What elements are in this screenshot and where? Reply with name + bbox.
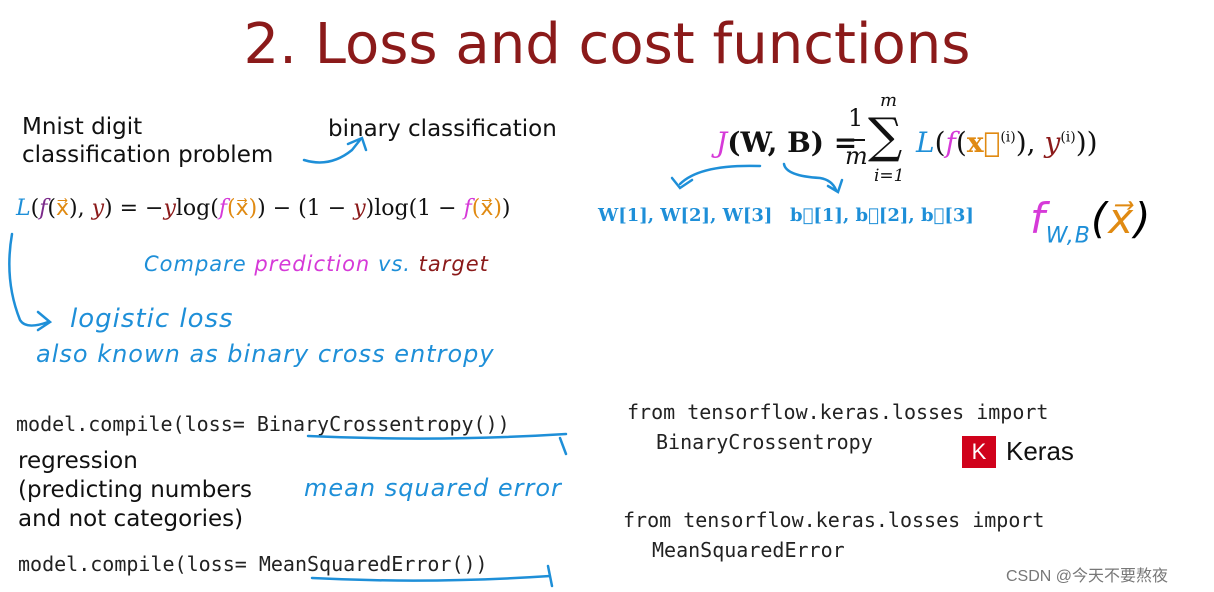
binary-arrow-stroke (302, 136, 368, 164)
import-mse-line1: from tensorflow.keras.losses import (623, 508, 1045, 532)
loss-open: ( (30, 196, 40, 221)
regression-line1: regression (18, 448, 138, 474)
regression-line3: and not categories) (18, 506, 244, 532)
sum-lower: i=1 (874, 166, 905, 186)
loss-rest: ) − (1 − (257, 196, 354, 221)
loss-f3: f (463, 196, 472, 221)
page-title: 2. Loss and cost functions (243, 12, 971, 77)
mnist-label-line1: Mnist digit (22, 114, 143, 140)
cost-sup-i2: (i) (1060, 129, 1076, 146)
import-bce-line2: BinaryCrossentropy (656, 430, 873, 454)
fwb-sub: W,B (1045, 223, 1091, 249)
biases-list: b⃗[1], b⃗[2], b⃗[3] (790, 205, 974, 226)
compare-line: Compare prediction vs. target (144, 252, 489, 276)
loss-y: y (91, 196, 104, 221)
cost-frac-num: 1 (848, 104, 864, 132)
loss-x: x⃗ (55, 196, 69, 221)
vs-word: vs. (377, 252, 411, 276)
cost-f: f (945, 126, 956, 159)
sum-symbol: ∑ (868, 108, 903, 164)
biases-arrow-stroke (782, 162, 844, 194)
mse-label: mean squared error (304, 474, 562, 502)
loss-f2: f (218, 196, 227, 221)
cost-frac-den: m (845, 142, 868, 170)
sum-upper: m (880, 90, 898, 111)
cost-summand: L(f(x⃗(i)), y(i))) (916, 126, 1098, 159)
weights-arrow-stroke (670, 164, 762, 190)
loss-x3: (x⃗) (471, 196, 502, 221)
keras-logo: K (962, 436, 996, 468)
binary-classification-label: binary classification (328, 116, 557, 142)
loss-end: ) (501, 196, 511, 221)
keras-wordmark: Keras (1006, 436, 1074, 466)
fwb-x: x⃗ (1108, 194, 1135, 243)
loss-eq: ) = − (104, 196, 164, 221)
watermark: CSDN @今天不要熬夜 (1006, 568, 1169, 585)
loss-log1: log( (175, 196, 219, 221)
import-bce-line1: from tensorflow.keras.losses import (627, 400, 1049, 424)
loss-mid: ), (68, 196, 92, 221)
fwb-open: ( (1090, 194, 1109, 243)
prediction-word: prediction (254, 252, 371, 276)
cost-close: )) (1075, 126, 1098, 159)
loss-L: L (16, 196, 31, 221)
fwb-close: ) (1134, 194, 1152, 243)
cost-y: y (1044, 126, 1061, 159)
loss-y2: y (163, 196, 176, 221)
fwb-notation: fW,B(x⃗) (1030, 194, 1151, 248)
cost-J-args: J(W, B) = (716, 126, 857, 159)
fwb-f: f (1030, 194, 1046, 243)
cost-J: J (716, 126, 728, 159)
loss-y3: y (353, 196, 366, 221)
bce-underline-stroke (306, 432, 568, 456)
cost-sup-i: (i) (1000, 129, 1016, 146)
logistic-bracket-stroke (8, 232, 53, 332)
compile-bce-code: model.compile(loss= BinaryCrossentropy()… (16, 412, 510, 436)
binary-cross-entropy-label: also known as binary cross entropy (36, 340, 495, 368)
fraction-bar (843, 139, 865, 141)
weights-list: W[1], W[2], W[3] (598, 205, 773, 226)
mnist-label-line2: classification problem (22, 142, 274, 168)
loss-x2: (x⃗) (226, 196, 258, 221)
import-mse-line2: MeanSquaredError (652, 538, 845, 562)
loss-f: f (39, 196, 48, 221)
mse-underline-stroke (310, 564, 554, 588)
compile-mse-code: model.compile(loss= MeanSquaredError()) (18, 552, 488, 576)
target-word: target (418, 252, 489, 276)
compare-word: Compare (144, 252, 247, 276)
logistic-loss-label: logistic loss (70, 304, 234, 334)
cost-L: L (916, 126, 935, 159)
loss-log2: )log(1 − (365, 196, 464, 221)
cost-x: x⃗ (966, 126, 1001, 159)
regression-line2: (predicting numbers (18, 477, 252, 503)
cost-args: (W, B) = (727, 126, 858, 159)
loss-formula: L(f(x⃗), y) = −ylog(f(x⃗)) − (1 − y)log(… (16, 196, 511, 221)
